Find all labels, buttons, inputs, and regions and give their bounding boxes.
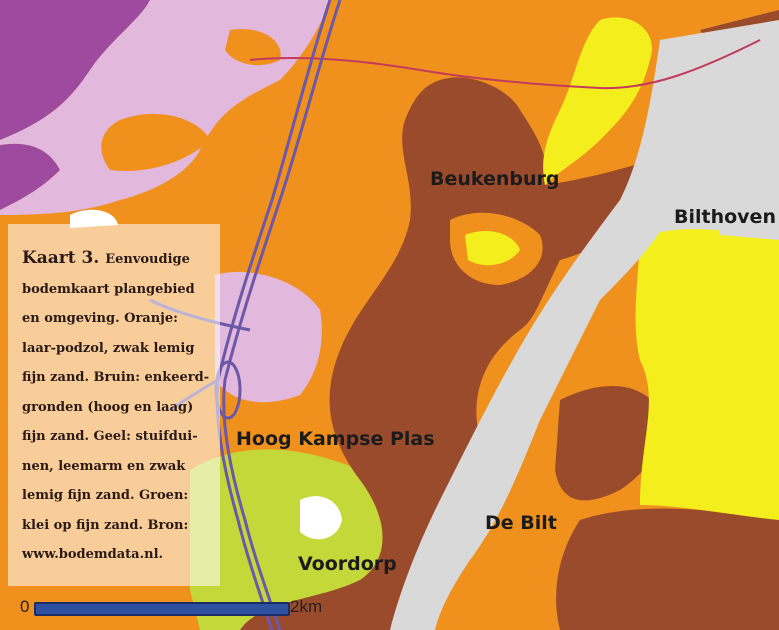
urban-gray-area — [700, 100, 779, 240]
soil-purple-area — [0, 143, 60, 210]
urban-gray-area — [390, 20, 779, 630]
scale-bar-track — [34, 602, 290, 616]
map-caption: Kaart 3. Eenvoudige bodemkaart plangebie… — [8, 224, 220, 586]
soil-brown-area — [240, 77, 652, 630]
caption-heading: Kaart 3. — [22, 248, 106, 268]
urban-white-patch — [300, 496, 342, 540]
railway-line — [249, 39, 761, 90]
soil-yellow-area — [635, 223, 779, 521]
place-label-de-bilt: De Bilt — [485, 512, 557, 534]
soil-purple-area — [0, 0, 150, 140]
soil-orange-island — [101, 113, 210, 171]
soil-orange-island — [225, 29, 281, 66]
scale-zero-label: 0 — [20, 597, 30, 616]
place-label-bilthoven: Bilthoven — [674, 206, 776, 228]
soil-lilac-area — [215, 271, 322, 403]
soil-yellow-area — [465, 230, 520, 266]
place-label-beukenburg: Beukenburg — [430, 168, 560, 190]
soil-brown-area — [555, 386, 663, 501]
soil-brown-area — [556, 508, 779, 630]
soil-yellow-area — [543, 17, 652, 185]
caption-text: Eenvoudige bodemkaart plangebied en omge… — [22, 252, 210, 562]
urban-white-patch — [70, 209, 118, 228]
place-label-hoog-kampse-plas: Hoog Kampse Plas — [236, 428, 435, 450]
place-label-voordorp: Voordorp — [298, 553, 397, 575]
scale-distance-label: 2km — [290, 597, 323, 616]
